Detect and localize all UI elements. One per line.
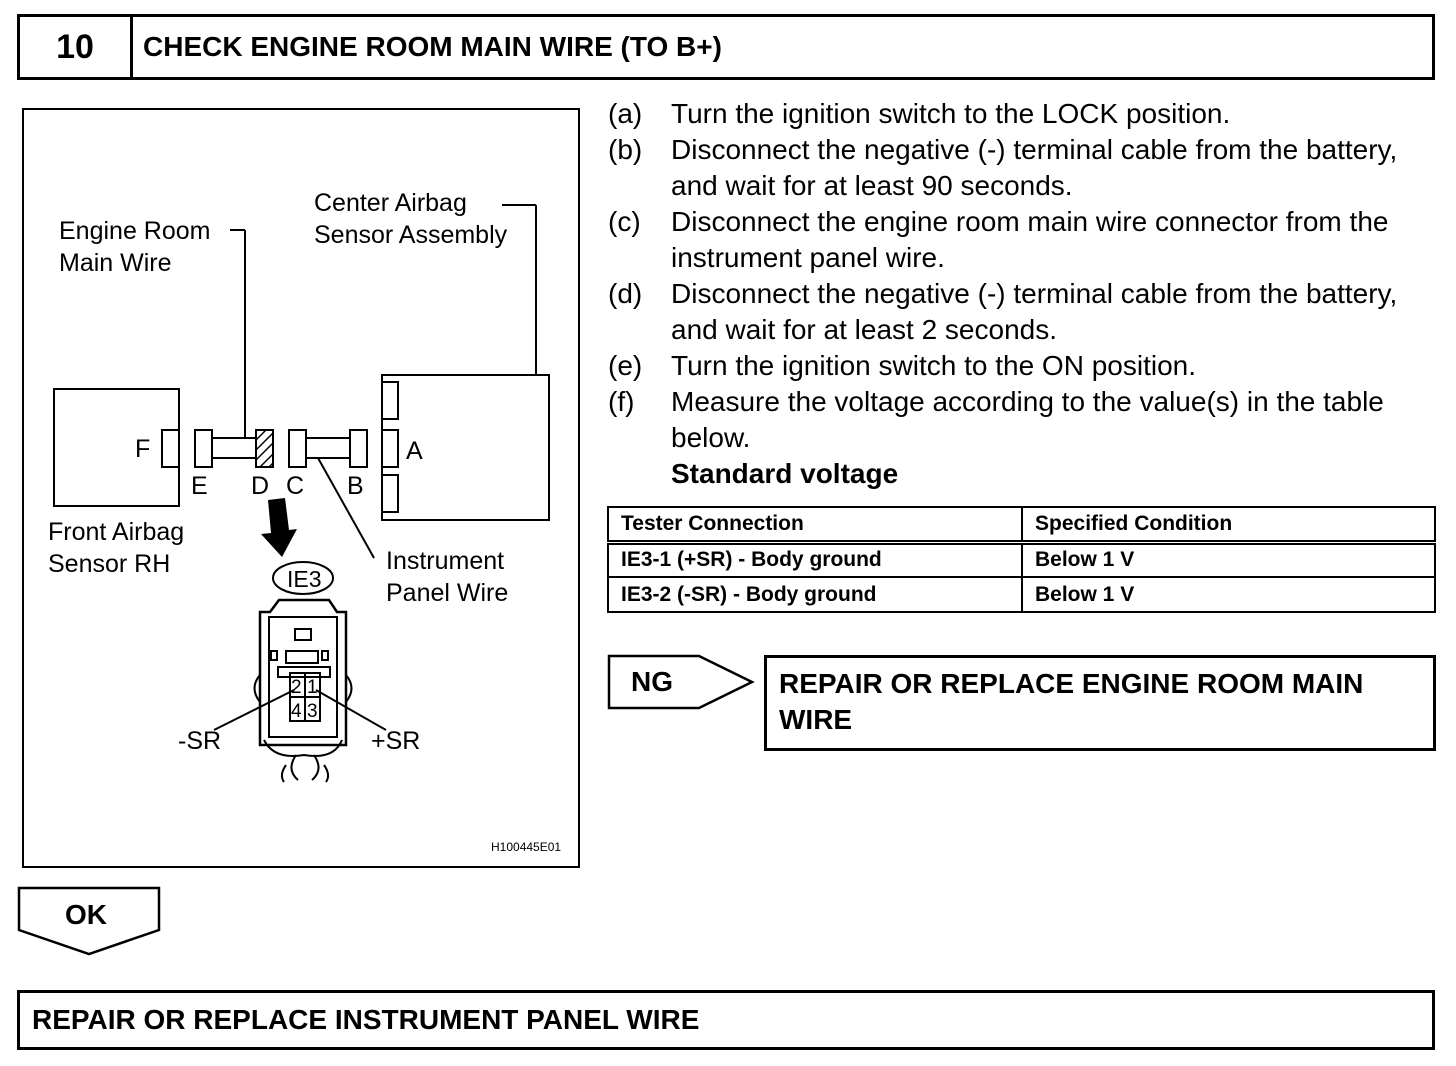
- ok-action-box: REPAIR OR REPLACE INSTRUMENT PANEL WIRE: [17, 990, 1435, 1050]
- connector-letter-c: C: [286, 472, 304, 500]
- table-cell: IE3-1 (+SR) - Body ground: [607, 541, 1023, 578]
- instrument-panel-label-line1: Instrument: [386, 547, 504, 575]
- step-item: (c)Disconnect the engine room main wire …: [608, 206, 1389, 273]
- ng-action-box: REPAIR OR REPLACE ENGINE ROOM MAIN WIRE: [764, 655, 1436, 751]
- ok-label: OK: [65, 899, 107, 930]
- pin-4: 4: [291, 701, 302, 722]
- header-tester-connection: Tester Connection: [607, 506, 1023, 545]
- engine-room-label-line1: Engine Room: [59, 217, 210, 245]
- figure-code: H100445E01: [491, 840, 561, 854]
- step-item: (b)Disconnect the negative (-) terminal …: [608, 134, 1398, 201]
- step-number: 10: [20, 17, 133, 77]
- step-item: (d)Disconnect the negative (-) terminal …: [608, 278, 1398, 345]
- center-airbag-label-line1: Center Airbag: [314, 189, 467, 217]
- connector-letter-a: A: [406, 437, 423, 465]
- procedure-steps: (a)Turn the ignition switch to the LOCK …: [608, 96, 1438, 456]
- pin-3: 3: [307, 701, 318, 722]
- pin-2: 2: [291, 677, 302, 698]
- header-specified-condition: Specified Condition: [1021, 506, 1436, 545]
- svg-text:Sensor RH: Sensor RH: [48, 550, 170, 578]
- engine-room-label-line2: Main Wire: [59, 249, 172, 277]
- front-airbag-label-line1: Front Airbag: [48, 518, 184, 546]
- instrument-panel-label-line2: Panel Wire: [386, 579, 508, 607]
- diagram-drawing: Engine Room Main Wire Center Airbag Sens…: [48, 189, 561, 854]
- svg-text:Sensor Assembly: Sensor Assembly: [314, 221, 508, 249]
- ng-label: NG: [631, 666, 673, 697]
- table-row: IE3-2 (-SR) - Body ground Below 1 V: [607, 576, 1436, 613]
- front-airbag-sensor-body: [53, 388, 180, 507]
- pos-sr-label: +SR: [371, 727, 420, 755]
- step-item: (f)Measure the voltage according to the …: [608, 386, 1384, 453]
- center-airbag-label-line2: Sensor Assembly: [314, 221, 508, 249]
- standard-voltage-heading: Standard voltage: [671, 458, 899, 489]
- neg-sr-label: -SR: [178, 727, 221, 755]
- svg-text:Main Wire: Main Wire: [59, 249, 172, 277]
- pin-1: 1: [307, 677, 318, 698]
- table-cell: Below 1 V: [1021, 576, 1436, 613]
- ng-arrow: NG: [607, 654, 755, 710]
- connector-letter-e: E: [191, 472, 208, 500]
- svg-text:Panel Wire: Panel Wire: [386, 579, 508, 607]
- svg-text:Instrument: Instrument: [386, 547, 504, 575]
- svg-text:Front Airbag: Front Airbag: [48, 518, 184, 546]
- table-cell: Below 1 V: [1021, 541, 1436, 578]
- connector-letter-b: B: [347, 472, 364, 500]
- table-header-row: Tester Connection Specified Condition: [607, 506, 1436, 545]
- table-row: IE3-1 (+SR) - Body ground Below 1 V: [607, 541, 1436, 578]
- spec-table: Tester Connection Specified Condition IE…: [607, 506, 1436, 613]
- connector-letter-d: D: [251, 472, 269, 500]
- connector-letter-f: F: [135, 435, 150, 463]
- svg-text:Center Airbag: Center Airbag: [314, 189, 467, 217]
- pointer-arrow-icon: [261, 498, 297, 557]
- ok-arrow: OK: [17, 886, 161, 956]
- step-header: 10 CHECK ENGINE ROOM MAIN WIRE (TO B+): [17, 14, 1435, 80]
- wiring-diagram: Engine Room Main Wire Center Airbag Sens…: [22, 108, 580, 868]
- connector-code-label: IE3: [287, 566, 322, 592]
- step-item: (a)Turn the ignition switch to the LOCK …: [608, 98, 1231, 129]
- table-cell: IE3-2 (-SR) - Body ground: [607, 576, 1023, 613]
- step-item: (e)Turn the ignition switch to the ON po…: [608, 350, 1196, 381]
- step-title: CHECK ENGINE ROOM MAIN WIRE (TO B+): [143, 31, 722, 62]
- svg-text:Engine Room: Engine Room: [59, 217, 210, 245]
- front-airbag-label-line2: Sensor RH: [48, 550, 170, 578]
